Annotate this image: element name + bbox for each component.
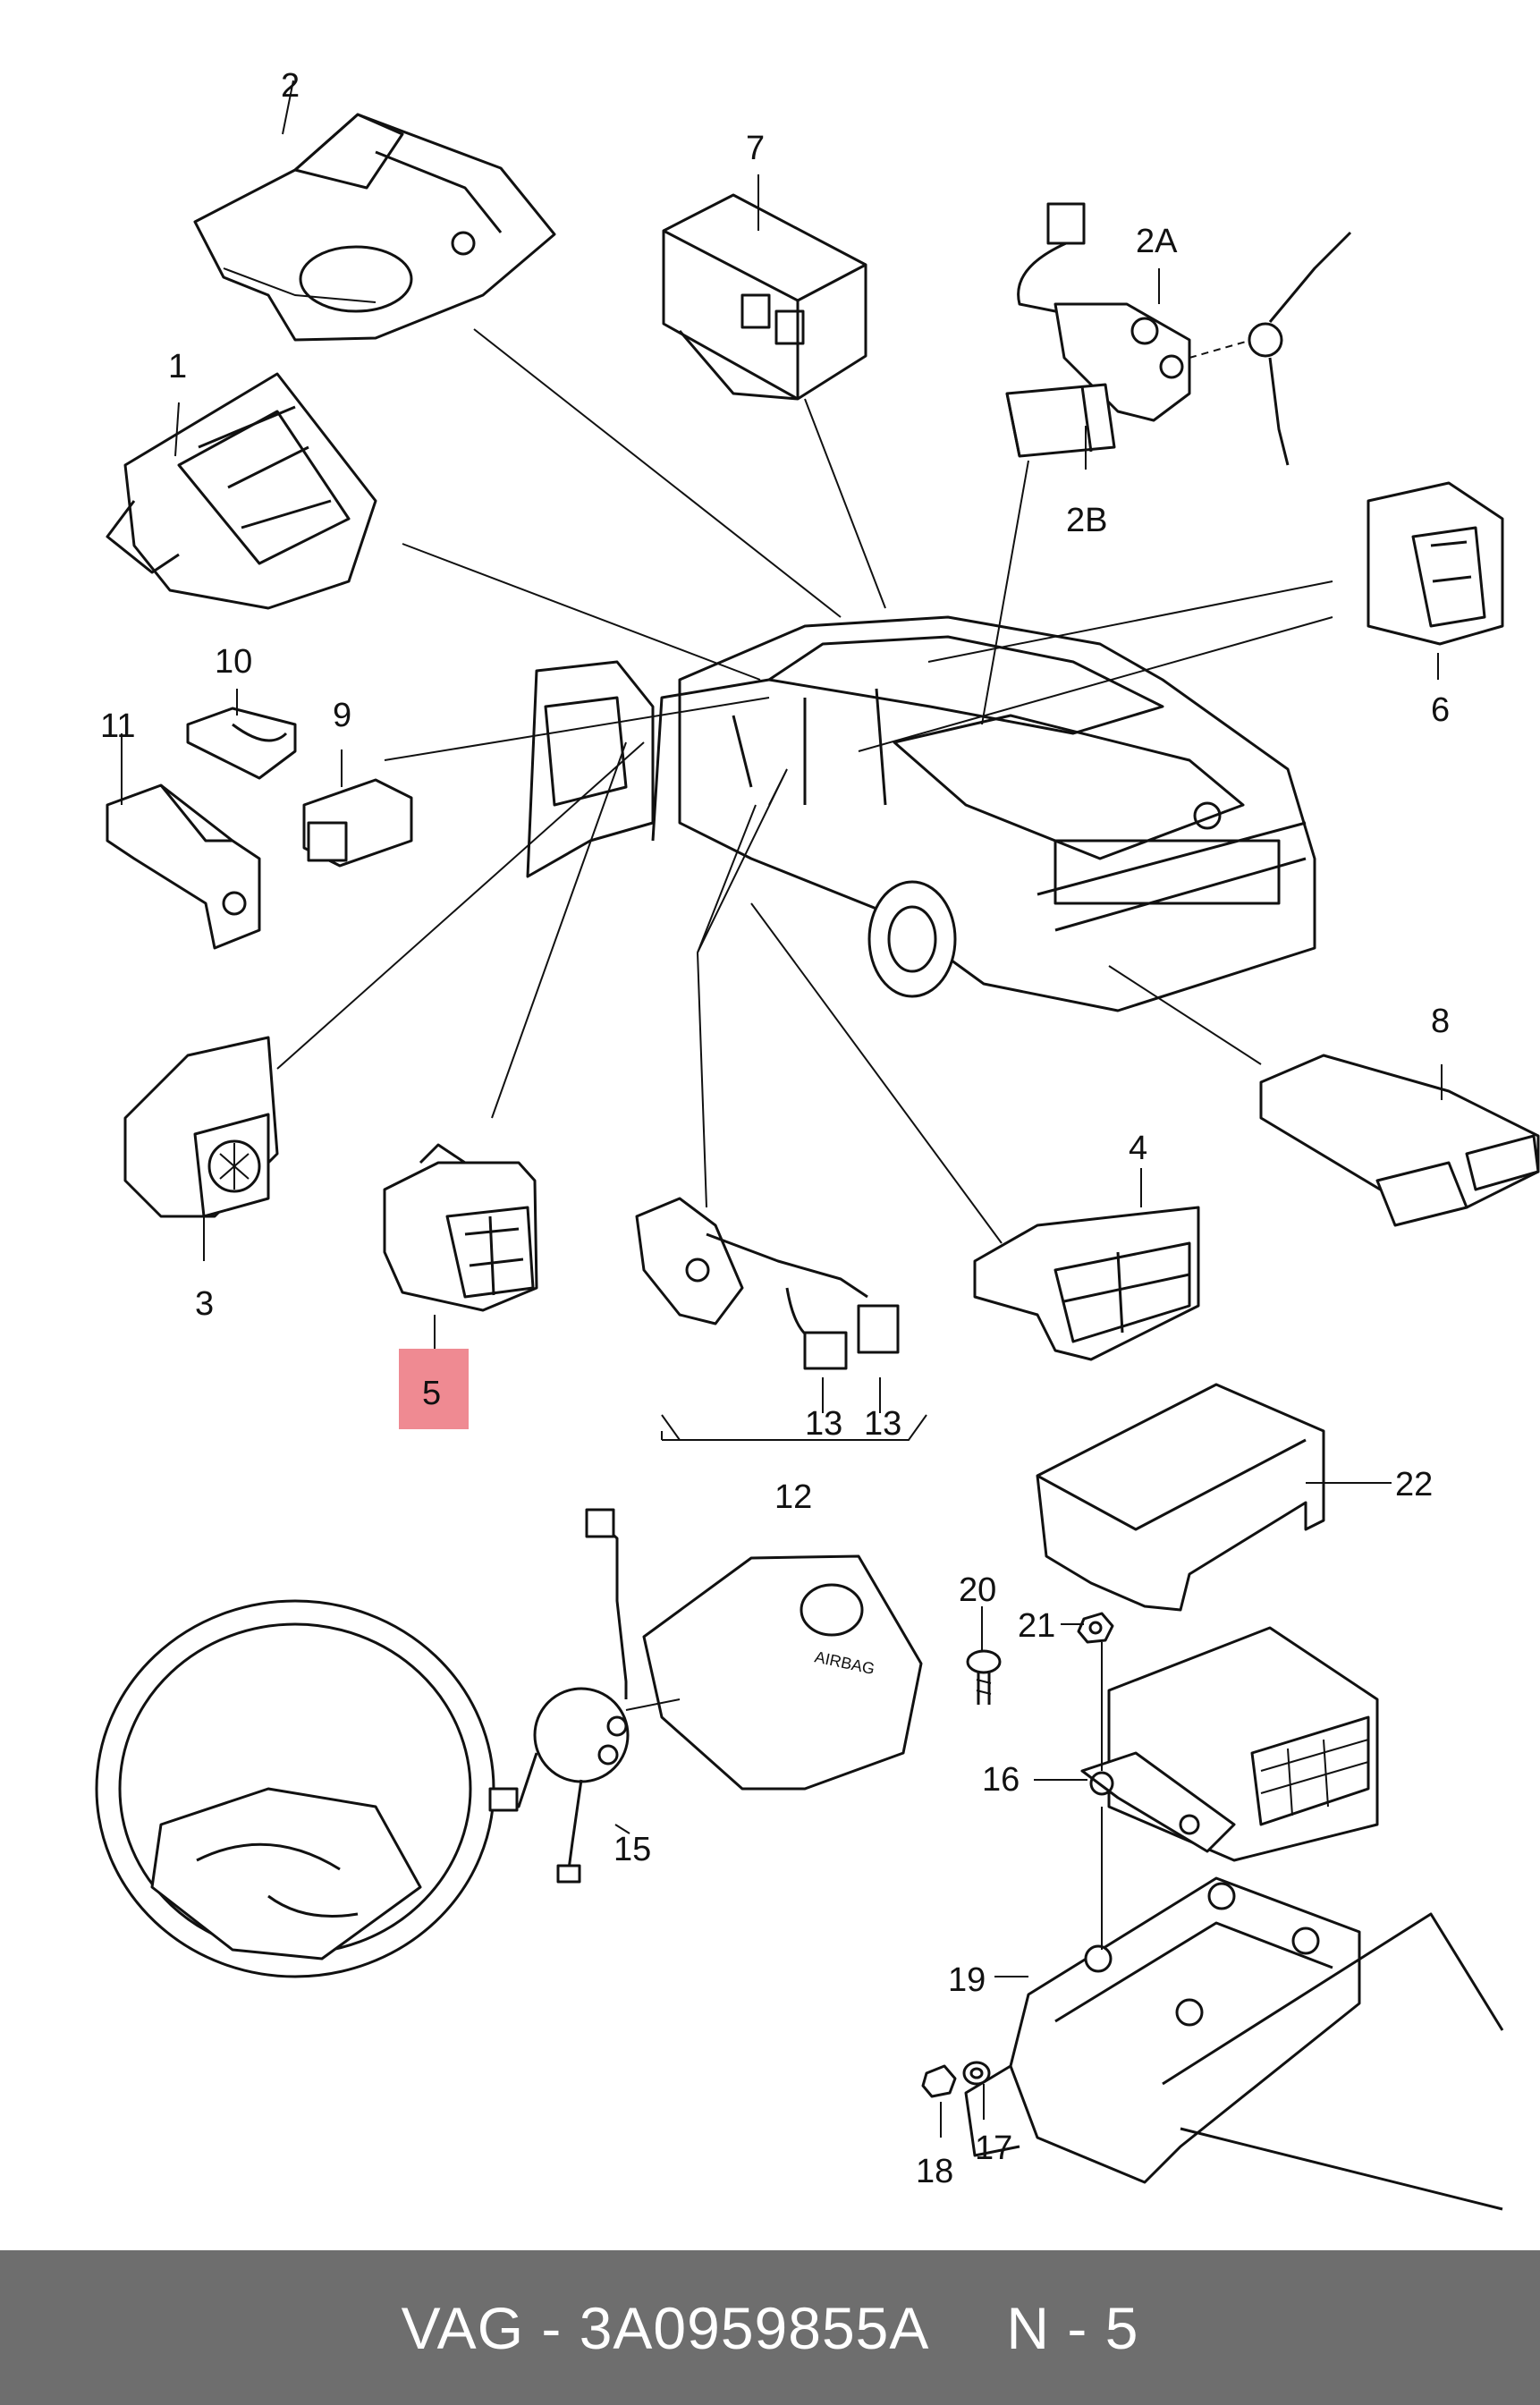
callout-7: 7 [746, 130, 765, 167]
callout-22: 22 [1395, 1466, 1433, 1503]
callout-6: 6 [1431, 691, 1450, 729]
airbag-unit-drawing [1080, 1626, 1379, 1862]
part-1-drawing [106, 372, 377, 610]
part-22-drawing [1036, 1383, 1325, 1612]
callout-2: 2 [281, 67, 300, 105]
part-20-drawing [966, 1649, 1002, 1705]
part-number-footer: VAG - 3A0959855A N - 5 [0, 2250, 1540, 2405]
part-15-drawing [488, 1508, 630, 1884]
callout-3: 3 [195, 1285, 214, 1323]
part-18-drawing [921, 2064, 957, 2098]
callout-17: 17 [975, 2130, 1012, 2167]
footer-part-number: 3A0959855A [579, 2294, 930, 2361]
steering-wheel-drawing [95, 1599, 495, 1978]
part-2b-drawing [1005, 383, 1116, 458]
callout-8: 8 [1431, 1003, 1450, 1040]
callout-9: 9 [333, 697, 351, 734]
callout-12: 12 [774, 1478, 812, 1516]
car-drawing [526, 615, 1316, 1012]
part-7-drawing [662, 193, 867, 401]
callout-18: 18 [916, 2153, 953, 2190]
part-4-drawing [973, 1206, 1200, 1361]
callout-13-left: 13 [805, 1405, 842, 1443]
callout-20: 20 [959, 1571, 996, 1609]
callout-4: 4 [1129, 1130, 1147, 1167]
highlight-box [399, 1349, 469, 1429]
part-2a-drawing [1017, 202, 1352, 466]
part-3-drawing [123, 1036, 279, 1218]
airbag-module-drawing: AIRBAG [642, 1554, 923, 1791]
callout-labels: 2 1 7 2A 2B 6 10 11 9 3 5 4 8 13 13 12 2… [100, 67, 1450, 2190]
part-17-drawing [962, 2061, 991, 2086]
footer-separator: - [524, 2294, 580, 2361]
part-21-drawing [1077, 1612, 1114, 1644]
footer-brand: VAG [401, 2294, 525, 2361]
callout-13-right: 13 [864, 1405, 901, 1443]
callout-10: 10 [215, 643, 252, 681]
callout-16: 16 [982, 1761, 1020, 1799]
leader-lines [121, 80, 1443, 2138]
part-8-drawing [1259, 1054, 1540, 1227]
callout-15: 15 [613, 1831, 651, 1868]
parts-diagram: AIRBAG [95, 67, 1540, 2211]
callout-11: 11 [100, 707, 135, 745]
part-10-drawing [186, 707, 297, 780]
callout-2b: 2B [1066, 502, 1107, 539]
part-5-drawing [383, 1143, 538, 1312]
part-12-drawing [635, 1197, 900, 1370]
footer-page-ref: N - 5 [1006, 2294, 1139, 2361]
part-11-drawing [106, 783, 261, 950]
part-19-drawing [964, 1876, 1504, 2211]
callout-5: 5 [422, 1375, 441, 1412]
callout-19: 19 [948, 1961, 986, 1999]
part-9-drawing [302, 778, 413, 868]
callout-2a: 2A [1136, 223, 1178, 260]
part-2-drawing [193, 113, 556, 342]
part-6-drawing [1367, 481, 1504, 646]
callout-21: 21 [1018, 1607, 1055, 1645]
callout-1: 1 [168, 348, 187, 385]
